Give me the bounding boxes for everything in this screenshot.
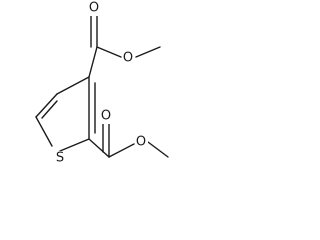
bond-oester-top-methyl (135, 46, 161, 58)
structure-diagram: S O O O O (0, 0, 176, 183)
atom-oxygen-top-ester-label: O (123, 51, 133, 66)
bond-c3-carbonyl-top (88, 46, 98, 78)
atom-oxygen-bottom-carbonyl-label: O (101, 109, 111, 124)
bond-c5-s (35, 116, 53, 147)
bond-c4-c5 (35, 93, 58, 118)
bond-s-c2 (59, 138, 90, 152)
atom-sulfur-label: S (56, 151, 64, 166)
bond-c3-c4 (56, 76, 90, 95)
atom-oxygen-bottom-ester-label: O (136, 135, 146, 150)
bond-carbonyl-top-oester (96, 46, 122, 58)
molecule-drawing: S O O O O (35, 1, 169, 166)
bond-c4-c5-inner (41, 100, 58, 119)
bond-carbonyl-bottom-oester (108, 143, 135, 158)
bond-c2-carbonyl-bottom (88, 138, 110, 158)
bond-oester-bottom-methyl (147, 141, 169, 158)
atom-oxygen-top-carbonyl-label: O (89, 1, 99, 16)
